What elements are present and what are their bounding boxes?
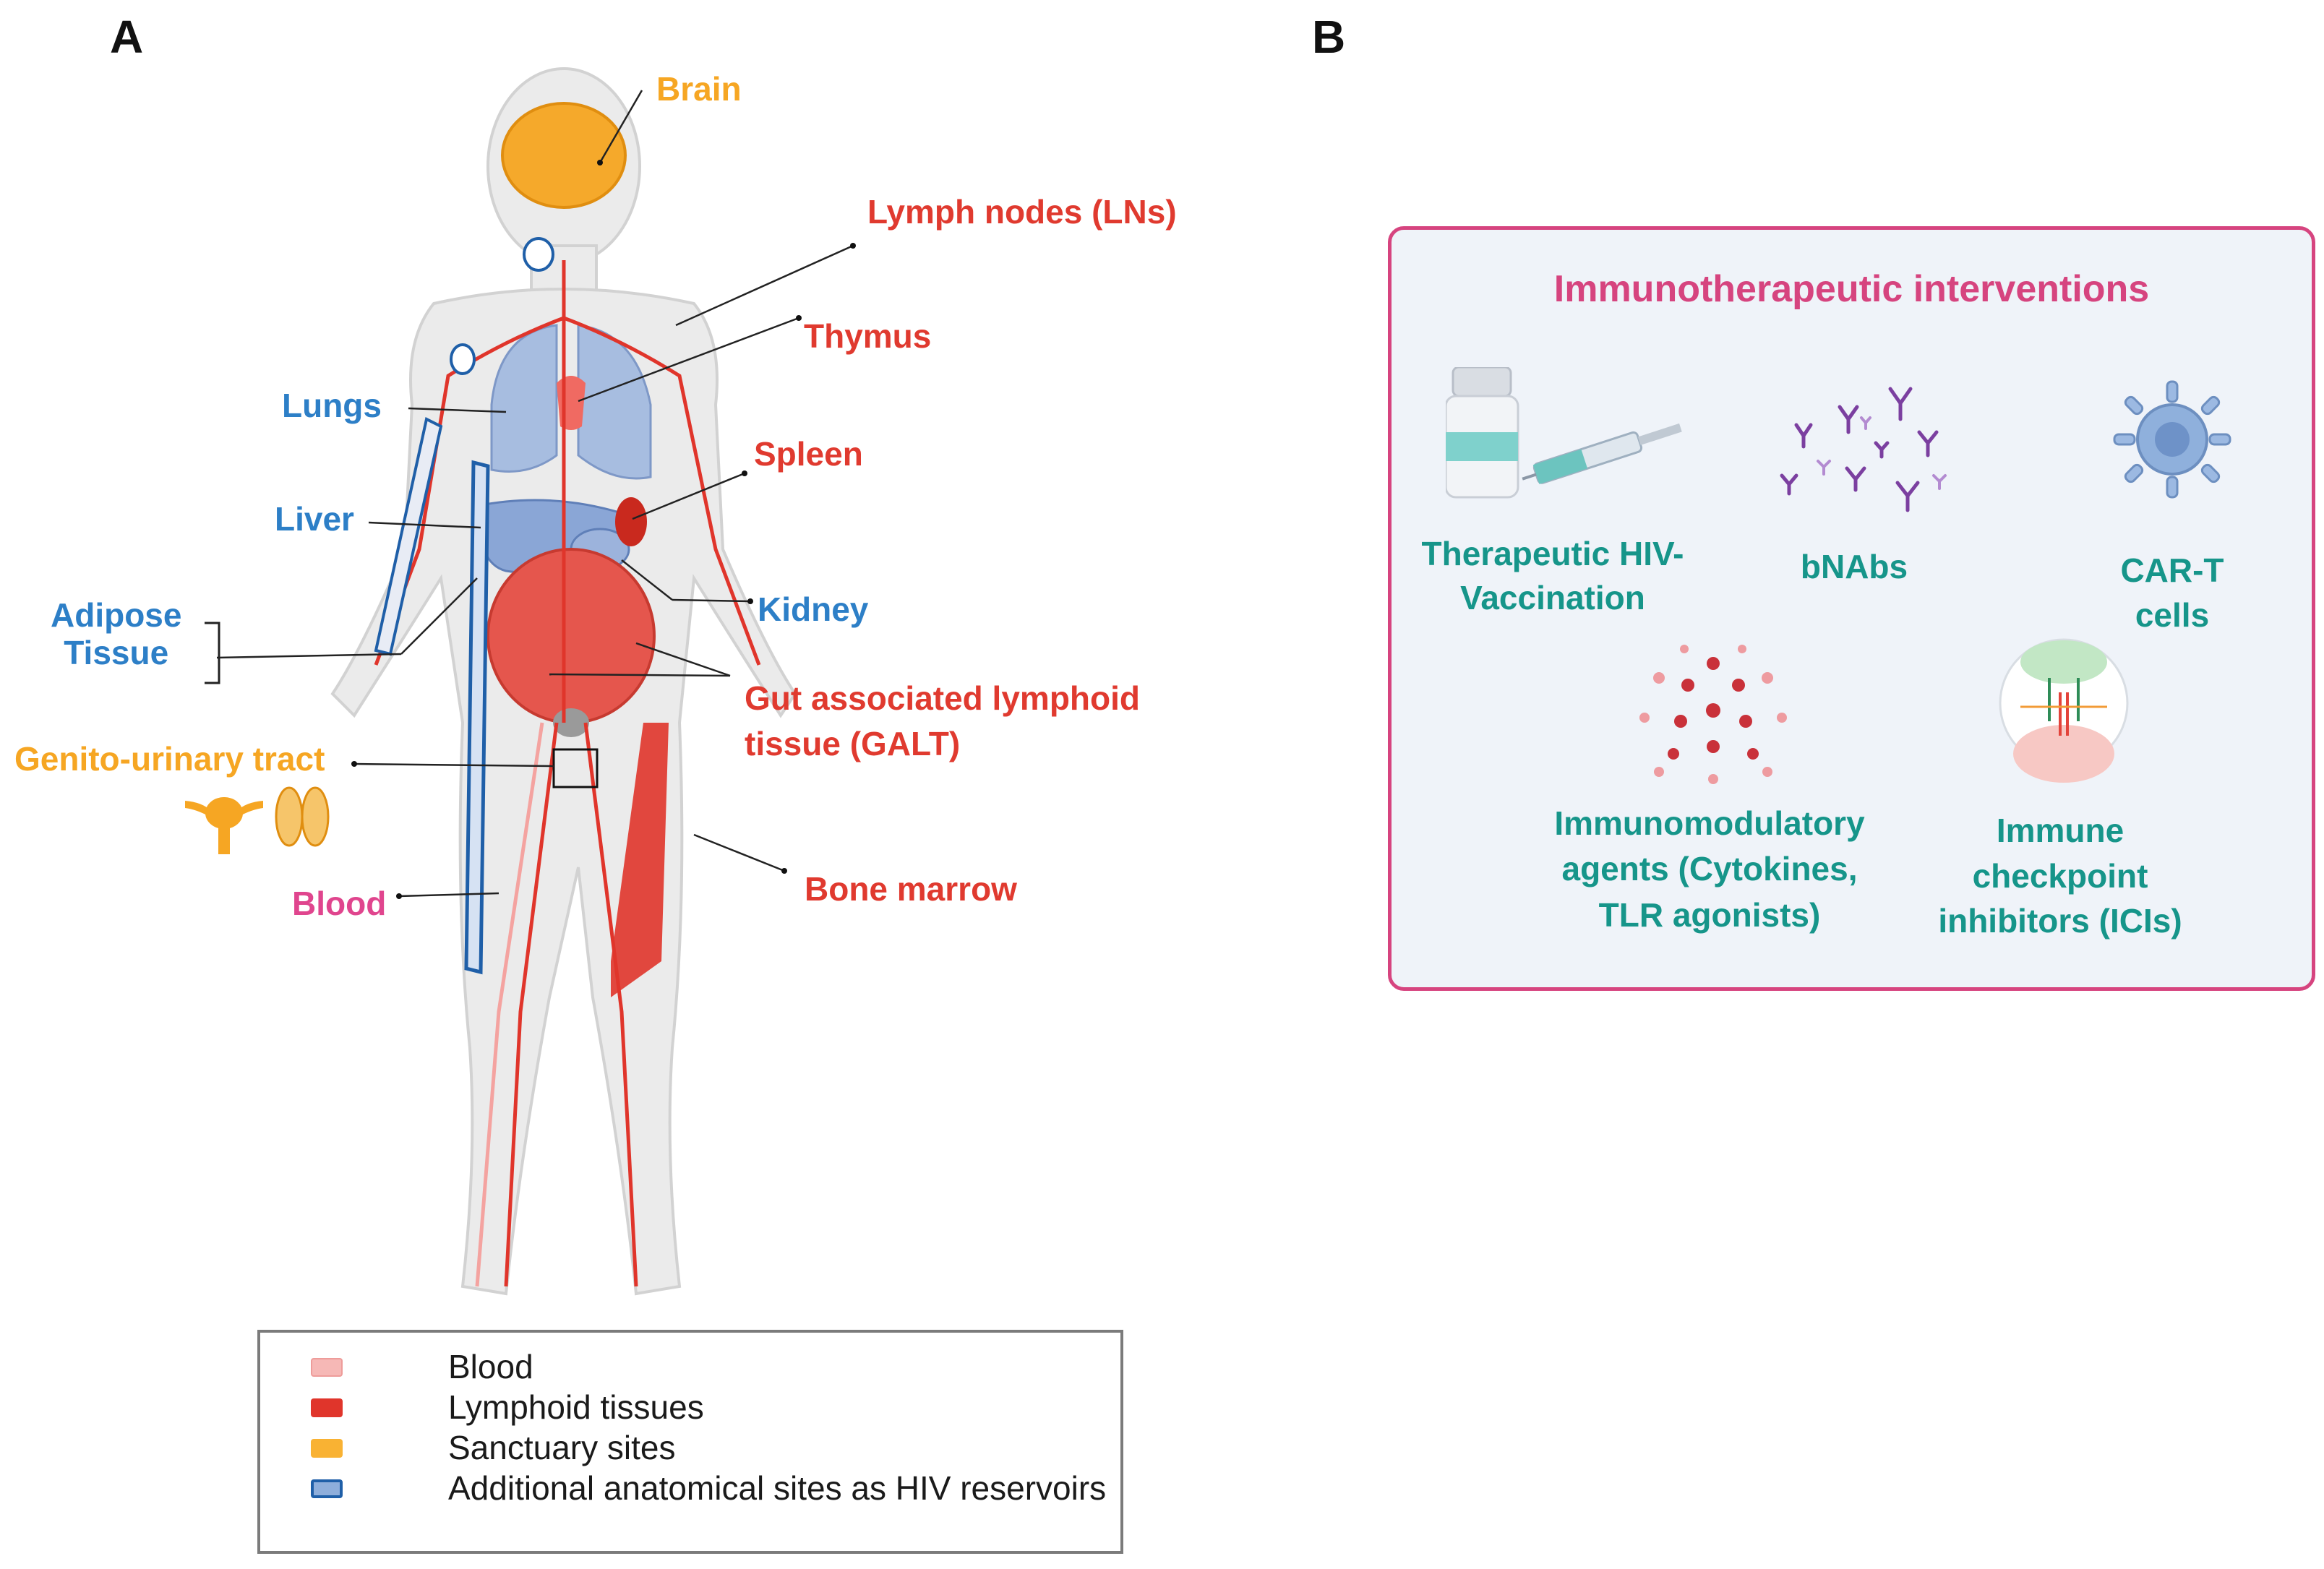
label-ici-line1: Immune [1996,812,2124,849]
legend-swatch-reservoirs [311,1479,343,1498]
antibodies-icon [1780,387,1947,512]
label-brain: Brain [656,70,742,108]
label-immunomodulatory-agents: Immunomodulatory agents (Cytokines, TLR … [1536,801,1883,938]
uterus-icon [185,797,263,854]
immune-checkpoint-icon [1999,638,2129,783]
label-car-t-cells: CAR-T cells [2093,548,2252,637]
panel-b-letter: B [1312,11,1346,63]
adipose-bracket [205,622,220,684]
blood-vessels-light [475,722,544,1287]
label-ici-line2: checkpoint [1972,856,2148,895]
lymph-node-oval-neck [523,237,554,272]
label-immunomod-line1: Immunomodulatory [1554,804,1865,842]
genito-urinary-box [552,748,599,788]
brain-shape [501,102,627,209]
legend-label-lymphoid: Lymphoid tissues [448,1388,704,1426]
bladder-shape [553,708,589,737]
label-bnabs: bNAbs [1800,548,1908,585]
label-cart-line1: CAR-T [2120,551,2224,589]
label-immune-checkpoint-inhibitors: Immune checkpoint inhibitors (ICIs) [1912,808,2208,944]
label-liver: Liver [275,500,354,538]
thymus-shape [557,376,586,430]
blood-vessels [374,260,761,1287]
adipose-leg-outline [464,460,490,975]
bone-marrow-shape [611,723,669,997]
interventions-box: Immunotherapeutic interventions [1388,226,2315,991]
label-galt: Gut associated lymphoid tissue (GALT) [745,676,1140,768]
label-lymph-nodes: Lymph nodes (LNs) [867,193,1177,231]
label-bone-marrow: Bone marrow [805,870,1017,908]
cytokines-icon [1639,645,1787,784]
label-genito-urinary: Genito-urinary tract [14,740,325,778]
male-reproductive-icon [275,786,330,847]
label-blood: Blood [292,885,387,922]
car-t-cell-icon [2113,380,2231,499]
spleen-shape [615,497,647,546]
label-galt-line1: Gut associated lymphoid [745,679,1140,717]
legend-label-sanctuary: Sanctuary sites [448,1429,676,1466]
label-cart-line2: cells [2135,596,2210,635]
interventions-title: Immunotherapeutic interventions [1553,268,2150,310]
label-vaccination-line2: Vaccination [1460,578,1645,616]
label-adipose-line2: Tissue [64,633,169,671]
label-spleen: Spleen [754,435,863,473]
leader-lines [216,90,854,898]
label-vaccination-line1: Therapeutic HIV- [1421,535,1684,572]
legend-label-blood: Blood [448,1348,533,1385]
legend-swatch-sanctuary [311,1439,343,1458]
lungs-shape [490,324,652,480]
label-kidney: Kidney [758,590,869,628]
legend-swatch-lymphoid [311,1398,343,1417]
label-immunomod-line3: TLR agonists) [1598,895,1821,934]
vaccine-syringe-icon [1446,367,1682,499]
label-thymus: Thymus [804,317,932,355]
label-adipose-tissue: Adipose Tissue [51,596,182,671]
legend-label-reservoirs: Additional anatomical sites as HIV reser… [448,1469,1107,1507]
panel-a-letter: A [110,11,144,63]
label-galt-line2: tissue (GALT) [745,725,961,763]
legend: Blood Lymphoid tissues Sanctuary sites A… [257,1330,1123,1554]
label-therapeutic-vaccination: Therapeutic HIV- Vaccination [1405,532,1701,619]
label-ici-line3: inhibitors (ICIs) [1938,902,2182,940]
label-immunomod-line2: agents (Cytokines, [1561,850,1858,888]
label-lungs: Lungs [282,387,382,424]
label-adipose-line1: Adipose [51,596,182,634]
lymph-node-oval-shoulder [450,343,476,375]
leader-dots [351,160,856,899]
galt-shape [486,548,656,724]
legend-swatch-blood [311,1358,343,1377]
